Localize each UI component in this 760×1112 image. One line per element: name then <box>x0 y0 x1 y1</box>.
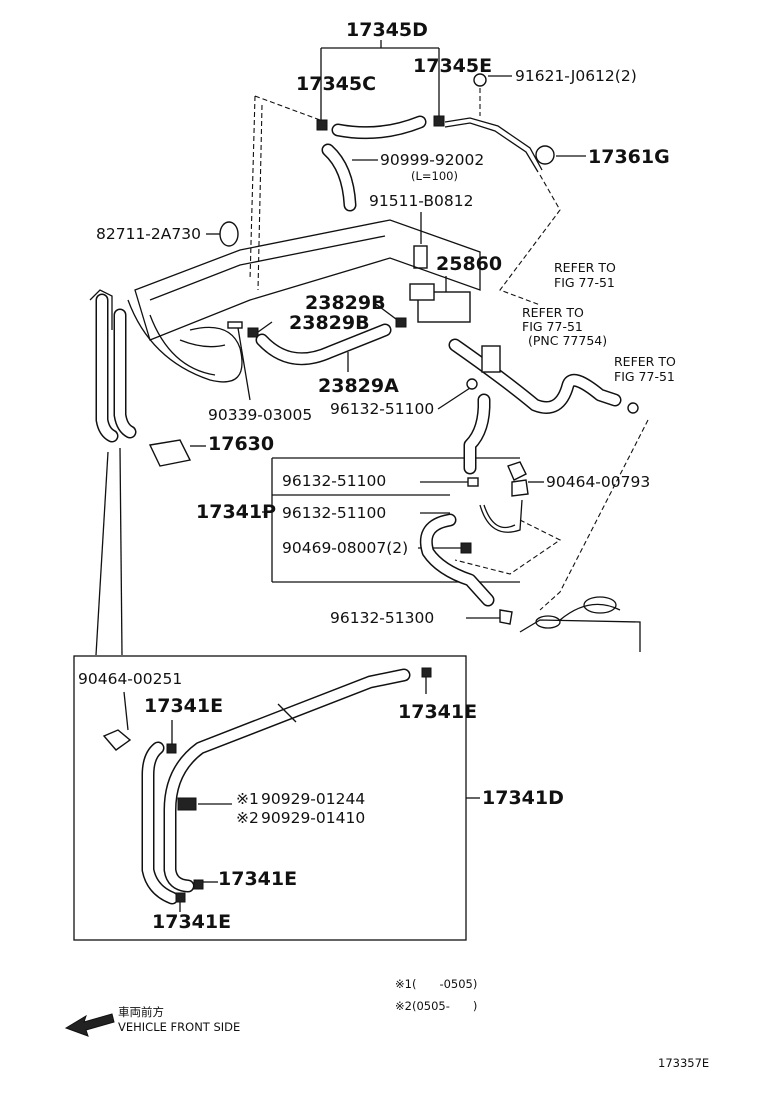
ref2-line3: (PNC 77754) <box>528 333 607 348</box>
label-17345E: 17345E <box>413 55 492 77</box>
front-arrow-icon <box>64 1013 115 1037</box>
label-17341D: 17341D <box>482 787 564 809</box>
label-23829A: 23829A <box>318 375 399 397</box>
clamp-17341E-a <box>166 743 177 754</box>
intake-pipe <box>127 299 243 383</box>
label-90464-00251: 90464-00251 <box>78 670 182 688</box>
figure-id: 173357E <box>658 1056 709 1070</box>
valve-90929 <box>177 797 197 811</box>
clamp-17341E-b <box>421 667 432 678</box>
label-96132-51300: 96132-51300 <box>330 609 434 627</box>
bolt-91621 <box>473 73 487 87</box>
mark-1: ※1 <box>236 790 259 808</box>
clip-17361G <box>535 145 555 165</box>
label-17361G: 17361G <box>588 146 670 168</box>
label-17630: 17630 <box>208 433 274 455</box>
label-96132-51100-b: 96132-51100 <box>282 472 386 490</box>
label-96132-51100-a: 96132-51100 <box>330 400 434 418</box>
clip-90464-00793 <box>507 461 527 481</box>
label-91511: 91511-B0812 <box>369 192 473 210</box>
label-17341E-b: 17341E <box>398 701 477 723</box>
mark-2: ※2 <box>236 809 259 827</box>
label-90929-01244: 90929-01244 <box>261 790 365 808</box>
label-25860: 25860 <box>436 253 502 275</box>
bracket-17361G <box>444 117 543 171</box>
clamp-96132-a <box>466 378 478 390</box>
label-17341E-a: 17341E <box>144 695 223 717</box>
clamp-17341E-c <box>193 879 204 890</box>
clip-90464-00251 <box>102 729 132 751</box>
connector-line-a <box>95 451 109 656</box>
label-90999-sub: (L=100) <box>411 169 458 183</box>
dashed-guide-rightdown <box>539 419 649 611</box>
label-17345C: 17345C <box>296 73 376 95</box>
label-90469: 90469-08007(2) <box>282 539 408 557</box>
label-23829B-a: 23829B <box>305 292 386 314</box>
ref2-line2: FIG 77-51 <box>522 319 583 334</box>
label-17341E-d: 17341E <box>152 911 231 933</box>
label-91621: 91621-J0612(2) <box>515 67 637 85</box>
ref1-line2: FIG 77-51 <box>554 275 615 290</box>
ref2-line1: REFER TO <box>522 305 584 320</box>
clamp-23829B-a <box>395 317 407 328</box>
dashed-guide-left <box>249 95 321 291</box>
label-23829B-b: 23829B <box>289 312 370 334</box>
clamp-96132-51300 <box>499 609 513 625</box>
label-90929-01410: 90929-01410 <box>261 809 365 827</box>
tie-band <box>277 703 297 723</box>
ref3-line2: FIG 77-51 <box>614 369 675 384</box>
label-17341P: 17341P <box>196 501 276 523</box>
left-hose-stub <box>89 289 113 330</box>
clip-90469 <box>460 542 472 554</box>
front-label-jp: 車両前方 <box>118 1005 164 1019</box>
clamp-17345E <box>433 115 445 127</box>
dashed-guide-mid <box>454 519 562 575</box>
note-1: ※1( -0505) <box>395 977 477 991</box>
intake-manifold <box>134 219 481 341</box>
fuel-tank <box>519 603 641 652</box>
bolt-91511 <box>413 245 428 269</box>
filter-17630 <box>148 439 192 467</box>
clamp-17345C <box>316 119 328 131</box>
leader-17345D <box>320 40 440 124</box>
valve-25860 <box>417 291 471 323</box>
ref1-line1: REFER TO <box>554 260 616 275</box>
label-90999: 90999-92002 <box>380 151 484 169</box>
ref3-line1: REFER TO <box>614 354 676 369</box>
clip-90339 <box>227 321 243 329</box>
label-90339: 90339-03005 <box>208 406 312 424</box>
note-2: ※2(0505- ) <box>395 999 477 1013</box>
clamp-23829B-b <box>247 327 259 338</box>
clamp-17341E-d <box>175 892 186 903</box>
connector-line-b <box>119 447 123 656</box>
label-96132-51100-c: 96132-51100 <box>282 504 386 522</box>
cap-82711 <box>219 221 239 247</box>
label-17345D: 17345D <box>346 19 428 41</box>
bracket-17341P <box>271 457 520 583</box>
front-label-en: VEHICLE FRONT SIDE <box>118 1020 240 1034</box>
connector-right <box>481 345 501 373</box>
pipe-mid <box>479 499 523 533</box>
label-82711: 82711-2A730 <box>96 225 201 243</box>
dashed-guide-right <box>499 174 561 306</box>
label-17341E-c: 17341E <box>218 868 297 890</box>
label-90464-00793: 90464-00793 <box>546 473 650 491</box>
